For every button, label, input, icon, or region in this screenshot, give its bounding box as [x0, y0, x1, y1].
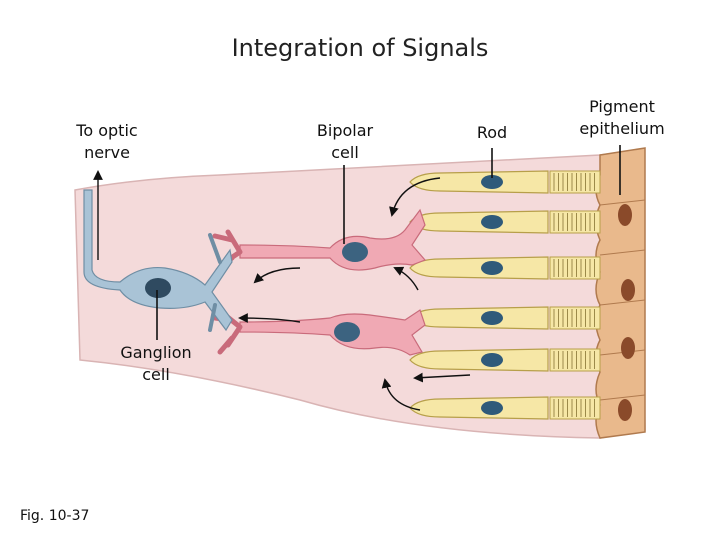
signal-arrow — [253, 267, 301, 284]
signal-arrow — [389, 177, 441, 217]
rod-nucleus — [481, 401, 503, 415]
signal-arrow — [393, 266, 419, 291]
rod-cell — [409, 210, 601, 234]
signal-arrow — [238, 313, 301, 323]
rod-nucleus — [481, 311, 503, 325]
signal-arrows — [93, 170, 471, 411]
rod-nucleus — [481, 175, 503, 189]
figure-reference: Fig. 10-37 — [20, 508, 90, 524]
rod-cell — [409, 256, 601, 280]
rod-cell — [409, 396, 601, 420]
epithelium-nucleus — [621, 279, 635, 301]
rod-cell — [409, 348, 601, 372]
leader-lines — [156, 145, 621, 340]
rod-cell — [409, 170, 601, 194]
diagram-title: Integration of Signals — [231, 34, 489, 62]
epithelium-nucleus — [618, 204, 632, 226]
bipolar-cell-upper — [212, 208, 427, 273]
rod-nucleus — [481, 215, 503, 229]
bipolar-cell-lower — [212, 309, 426, 356]
rod-nucleus — [481, 353, 503, 367]
signal-arrow — [381, 378, 421, 411]
label-rod: Rod — [476, 123, 508, 142]
rod-cell — [409, 306, 601, 330]
ganglion-cell — [83, 189, 233, 332]
epithelium-nucleus — [621, 337, 635, 359]
rod-nucleus — [481, 261, 503, 275]
signal-arrow — [413, 372, 471, 383]
epithelium-nucleus — [618, 399, 632, 421]
pigment-epithelium — [595, 147, 646, 439]
